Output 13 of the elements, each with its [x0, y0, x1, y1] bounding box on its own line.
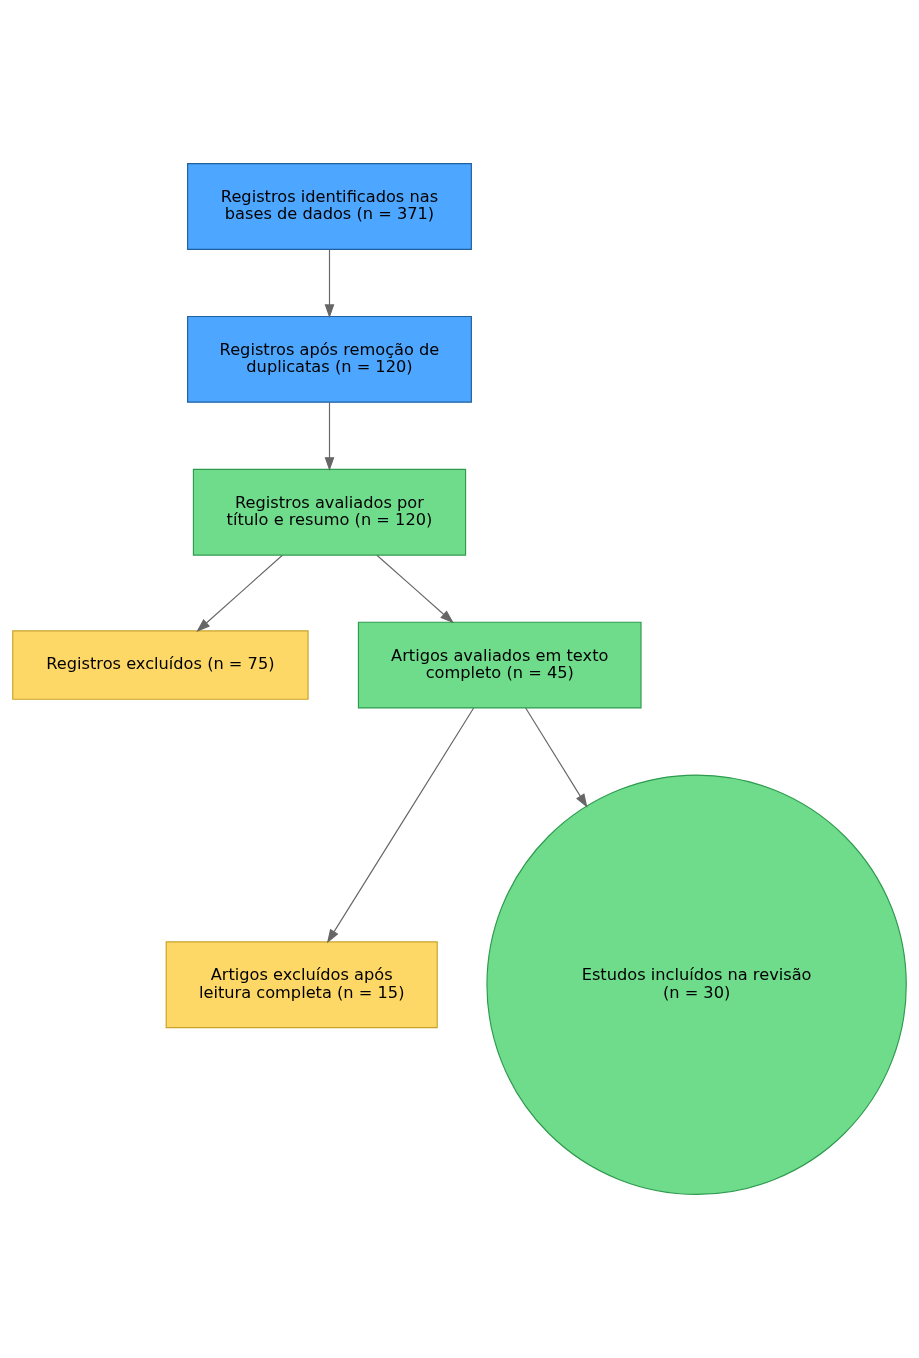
arrow	[324, 249, 335, 319]
arrow	[196, 554, 283, 632]
arrow	[326, 707, 475, 944]
node-box: Registros após remoção de duplicatas (n = 120)	[187, 315, 472, 403]
arrow	[376, 554, 454, 624]
arrow	[324, 401, 335, 472]
node-box: Artigos excluídos após leitura completa (n = 15)	[165, 941, 438, 1029]
arrow	[525, 707, 588, 808]
node-box: Artigos avaliados em texto completo (n = 45)	[357, 621, 642, 709]
node-box: Registros identificados nas bases de dados (n = 371)	[187, 163, 472, 250]
node-box: Registros excluídos (n = 75)	[12, 630, 309, 700]
node-circle: Estudos incluídos na revisão (n = 30)	[486, 774, 907, 1195]
node-box: Registros avaliados por título e resumo (n = 120)	[192, 468, 467, 556]
